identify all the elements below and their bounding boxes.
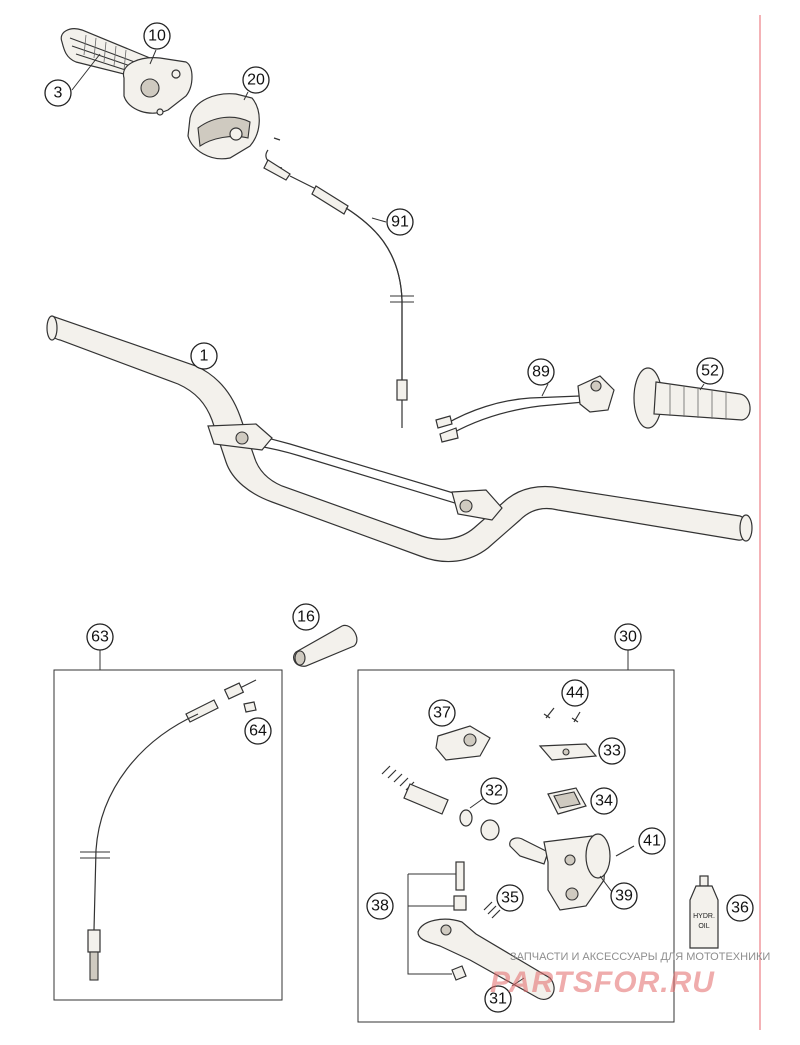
master-cylinder-box [357, 669, 675, 1023]
callout-37: 37 [428, 699, 456, 727]
screws [543, 707, 581, 723]
callout-label: 31 [489, 991, 507, 1008]
bar-plug [293, 624, 358, 667]
callout-label: 16 [297, 609, 315, 626]
callout-label: 10 [148, 28, 166, 45]
callout-label: 3 [54, 85, 63, 102]
callout-10: 10 [143, 22, 171, 50]
brake-lever [417, 918, 555, 1000]
callout-3: 3 [44, 79, 72, 107]
clutch-cable-box [53, 669, 283, 1001]
kill-switch [435, 375, 615, 443]
watermark-brand: PARTSFOR.RU [490, 966, 715, 999]
callout-52: 52 [696, 357, 724, 385]
clutch-cable [80, 679, 257, 981]
callout-35: 35 [496, 884, 524, 912]
callout-label: 20 [247, 72, 265, 89]
callout-36: 36 [726, 894, 754, 922]
callout-44: 44 [561, 679, 589, 707]
watermark-subtitle: ЗАПЧАСТИ И АКСЕССУАРЫ ДЛЯ МОТОТЕХНИКИ [510, 951, 770, 963]
callout-38: 38 [366, 892, 394, 920]
oil-bottle: HYDR. OIL [689, 875, 719, 949]
callout-30: 30 [614, 623, 642, 651]
callout-label: 39 [615, 888, 633, 905]
callout-label: 37 [433, 705, 451, 722]
callout-16: 16 [292, 603, 320, 631]
callout-label: 36 [731, 900, 749, 917]
callout-label: 1 [200, 348, 209, 365]
callout-label: 63 [91, 629, 109, 646]
bottle-label-line1: HYDR. [693, 913, 715, 920]
callout-63: 63 [86, 623, 114, 651]
throttle-cable [263, 137, 414, 428]
throttle-grip [60, 28, 193, 116]
callout-label: 89 [532, 364, 550, 381]
pivot-parts [451, 861, 467, 981]
callout-41: 41 [638, 827, 666, 855]
callout-89: 89 [527, 358, 555, 386]
callout-label: 44 [566, 685, 584, 702]
throttle-cover [187, 93, 260, 160]
callout-label: 30 [619, 629, 637, 646]
callout-1: 1 [190, 342, 218, 370]
callout-label: 34 [595, 793, 613, 810]
callout-label: 41 [643, 833, 661, 850]
callout-34: 34 [590, 787, 618, 815]
membrane [547, 787, 587, 815]
callout-33: 33 [598, 737, 626, 765]
callout-label: 33 [603, 743, 621, 760]
callout-20: 20 [242, 66, 270, 94]
callout-39: 39 [610, 882, 638, 910]
bottle-label-line2: OIL [698, 923, 709, 930]
callout-label: 52 [701, 363, 719, 380]
callout-label: 32 [485, 783, 503, 800]
callout-label: 38 [371, 898, 389, 915]
callout-31: 31 [484, 985, 512, 1013]
callout-label: 91 [391, 214, 409, 231]
spring [483, 901, 501, 919]
master-cylinder-body [509, 833, 611, 911]
bolt [615, 845, 635, 857]
left-grip [633, 367, 751, 429]
callout-64: 64 [244, 717, 272, 745]
piston-kit [381, 765, 500, 841]
callout-label: 35 [501, 890, 519, 907]
callout-label: 64 [249, 723, 267, 740]
clamp-bracket [435, 725, 491, 761]
reservoir-cap [538, 743, 598, 761]
callout-91: 91 [386, 208, 414, 236]
handlebar [46, 315, 753, 563]
callout-32: 32 [480, 777, 508, 805]
